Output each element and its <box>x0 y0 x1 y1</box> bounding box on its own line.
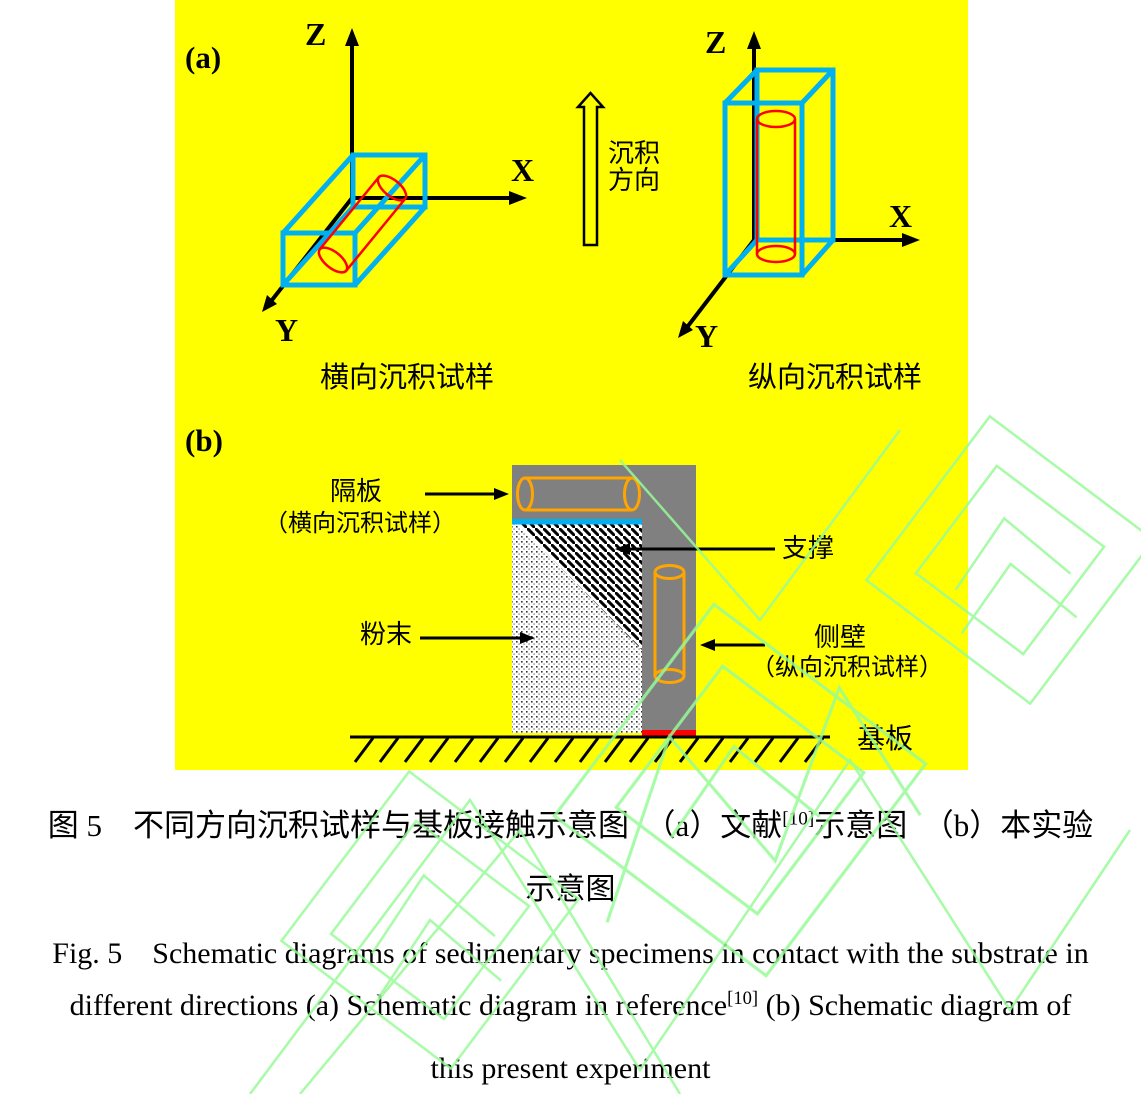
caption-en-line2-sup: [10] <box>727 988 759 1009</box>
caption-zh-line1-pre: 图 5 不同方向沉积试样与基板接触示意图 （a）文献 <box>47 808 783 843</box>
caption-zh-line1-sup: [10] <box>782 808 815 830</box>
caption-zh-line1-post: 示意图 （b）本实验 <box>814 808 1094 843</box>
caption-zh-line2: 示意图 <box>525 873 616 906</box>
left-z-axis-label: Z <box>305 16 327 52</box>
figure-yellow-canvas: (a) Z X Y 沉积 方向 Z X Y 横向沉积试样 纵向沉积试样 (b) … <box>175 0 968 770</box>
partition-label-arrow <box>425 488 509 500</box>
left-axes-arrowheads <box>262 28 527 312</box>
caption-en-line1: Fig. 5 Schematic diagrams of sedimentary… <box>52 937 1089 970</box>
panel-a-label: (a) <box>185 40 222 75</box>
sidewall-sublabel: （纵向沉积试样） <box>751 655 943 681</box>
substrate-label: 基板 <box>857 724 914 755</box>
vertical-wireframe-box <box>722 67 836 278</box>
substrate-hatch <box>353 737 825 763</box>
transverse-specimen-caption: 横向沉积试样 <box>319 362 495 394</box>
deposition-direction-arrow <box>575 91 606 247</box>
right-z-axis-label: Z <box>705 24 727 60</box>
right-x-axis-label: X <box>889 198 913 234</box>
support-label: 支撑 <box>782 534 835 563</box>
caption-en-line2-post: (b) Schematic diagram of <box>758 989 1072 1022</box>
deposition-direction-line2: 方向 <box>608 166 661 196</box>
caption-en-line2-pre: different directions (a) Schematic diagr… <box>69 989 728 1022</box>
right-axes <box>686 46 906 328</box>
caption-en-line2: different directions (a) Schematic diagr… <box>0 988 1141 1023</box>
left-x-axis-label: X <box>511 152 535 188</box>
sidewall-label: 侧壁 <box>813 623 867 652</box>
left-y-axis-label: Y <box>275 312 299 348</box>
left-axes <box>270 44 513 302</box>
horizontal-specimen-cylinder <box>317 174 408 274</box>
caption-en-line3: this present experiment <box>430 1052 711 1085</box>
partition-label: 隔板 <box>329 477 383 506</box>
right-axes-arrowheads <box>678 31 920 338</box>
horizontal-wireframe-box <box>280 152 428 288</box>
right-y-axis-label: Y <box>695 318 719 354</box>
vertical-specimen-cylinder <box>755 109 797 264</box>
deposition-direction-label: 沉积 方向 <box>608 140 660 195</box>
caption-zh-line1: 图 5 不同方向沉积试样与基板接触示意图 （a）文献[10]示意图 （b）本实验 <box>0 800 1141 845</box>
sidewall-label-arrow <box>700 639 765 651</box>
panel-b-label: (b) <box>185 423 223 458</box>
powder-label-arrow <box>420 632 535 644</box>
deposition-direction-line1: 沉积 <box>608 139 661 168</box>
partition-plate-line <box>512 519 642 525</box>
powder-label: 粉末 <box>360 620 413 649</box>
partition-sublabel: （横向沉积试样） <box>264 511 456 537</box>
longitudinal-specimen-caption: 纵向沉积试样 <box>747 362 923 394</box>
